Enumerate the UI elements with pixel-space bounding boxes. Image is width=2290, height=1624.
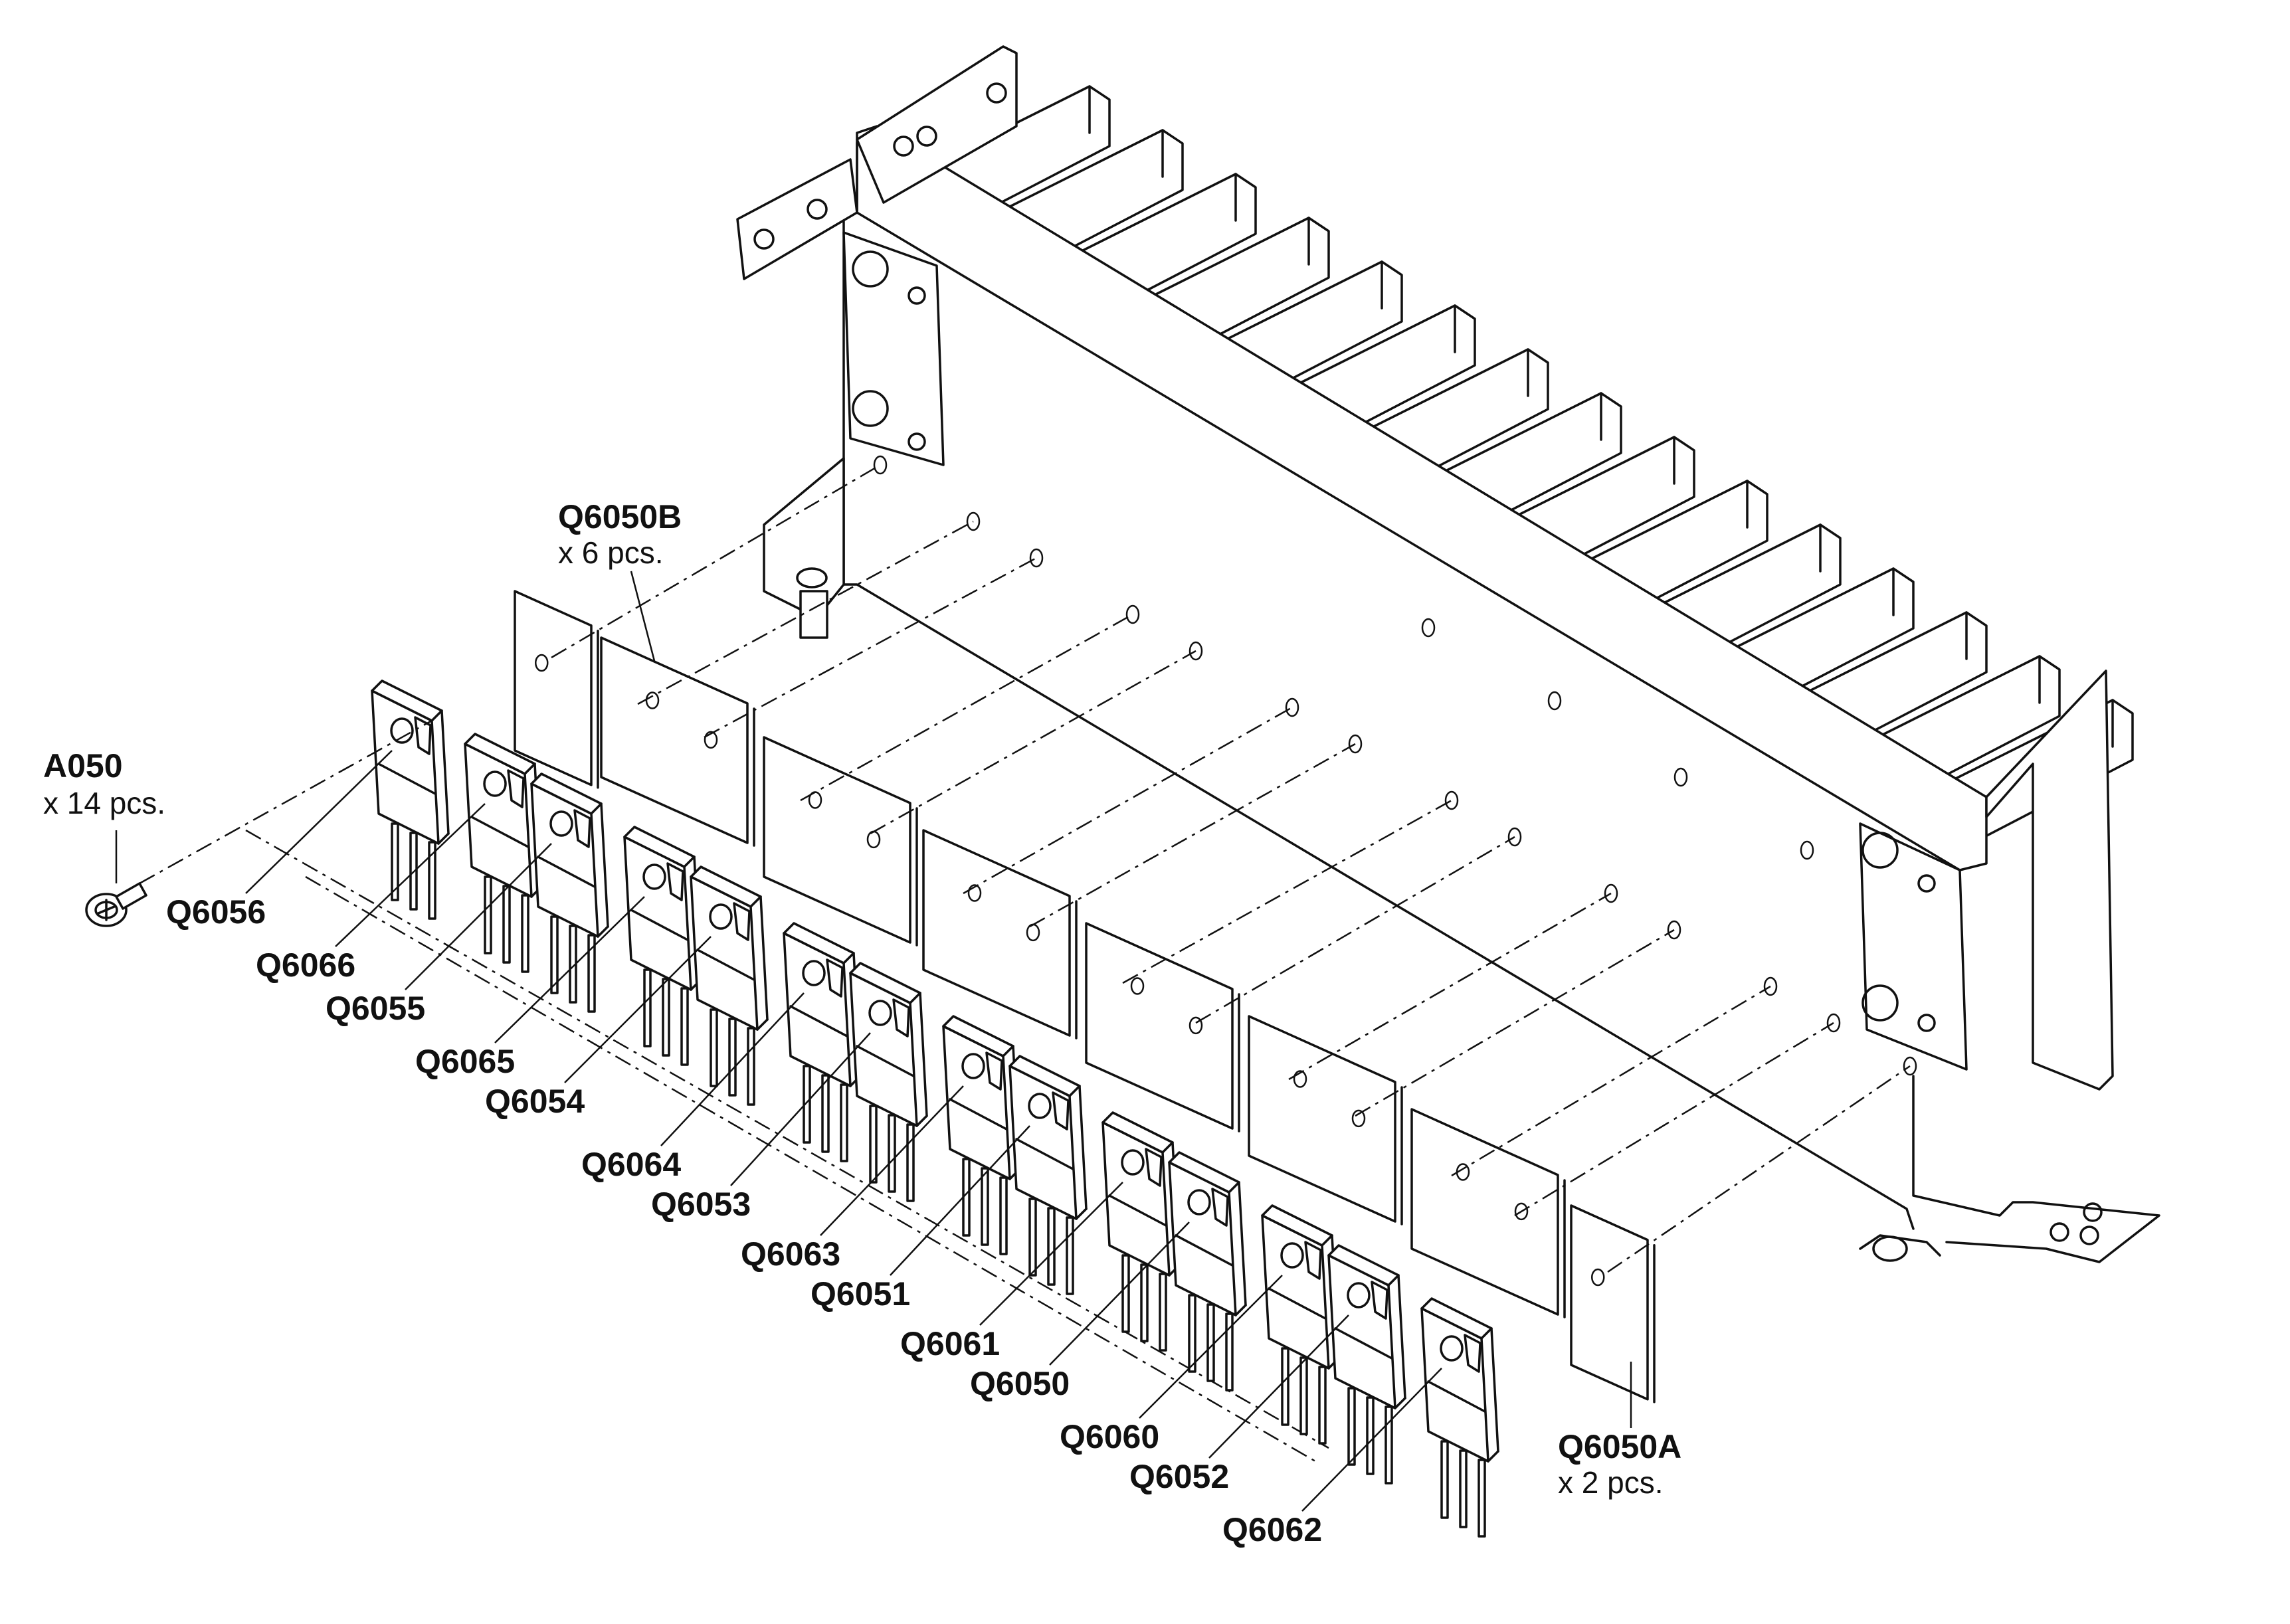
insulator-b xyxy=(1410,1108,1566,1318)
mounting-hole xyxy=(1763,976,1778,996)
insulator-b xyxy=(1248,1015,1403,1225)
heatsink-fins xyxy=(915,85,2134,848)
transistor-label-q6052: Q6052 xyxy=(1129,1458,1229,1495)
screw-icon xyxy=(85,719,432,927)
transistor xyxy=(1168,1151,1247,1392)
transistors xyxy=(371,679,1499,1538)
mounting-hole xyxy=(1604,883,1618,903)
leader-lines xyxy=(245,464,1911,1463)
transistor-label-q6055: Q6055 xyxy=(326,990,425,1027)
transistor xyxy=(623,826,702,1066)
mounting-hole xyxy=(1444,790,1459,810)
insulator-b xyxy=(763,736,918,947)
mounting-hole xyxy=(1189,641,1203,661)
transistor-label-q6062: Q6062 xyxy=(1222,1511,1322,1548)
transistor xyxy=(849,962,928,1202)
label-screw: A050 x 14 pcs. xyxy=(43,747,165,820)
mounting-hole xyxy=(1800,840,1814,860)
heatsink-front-plate xyxy=(856,125,1988,871)
insulator-b xyxy=(922,829,1078,1039)
mounting-hole xyxy=(1903,1056,1917,1076)
transistor xyxy=(1008,1055,1088,1295)
insulator-b xyxy=(600,636,755,847)
mounting-hole xyxy=(1285,697,1299,717)
transistor-label-q6050: Q6050 xyxy=(970,1365,1070,1402)
mounting-hole xyxy=(1421,618,1436,638)
transistor xyxy=(1101,1111,1181,1352)
insulator-b xyxy=(1085,922,1240,1132)
transistor-label-q6065: Q6065 xyxy=(415,1043,515,1080)
insulator-a xyxy=(1570,1204,1656,1403)
mounting-hole xyxy=(873,455,888,475)
mounting-hole xyxy=(1667,920,1681,940)
transistor-label-q6054: Q6054 xyxy=(485,1083,585,1120)
heatsink xyxy=(736,45,2160,1263)
transistor xyxy=(1327,1244,1406,1485)
insulator-a-part-label: Q6050A xyxy=(1558,1428,1681,1465)
transistor xyxy=(942,1015,1021,1255)
transistor-label-q6061: Q6061 xyxy=(900,1325,1000,1362)
transistor-label-q6064: Q6064 xyxy=(581,1146,681,1183)
mounting-hole xyxy=(1029,548,1044,568)
mounting-hole xyxy=(1673,767,1688,787)
mounting-hole xyxy=(1125,604,1140,624)
transistor-label-q6063: Q6063 xyxy=(741,1235,840,1273)
transistor xyxy=(530,772,609,1013)
transistor-label-q6051: Q6051 xyxy=(811,1275,910,1312)
left-mounting-bracket xyxy=(736,158,858,280)
label-insulator-b: Q6050B x 6 pcs. xyxy=(558,498,682,662)
transistor xyxy=(1261,1204,1340,1445)
insulators xyxy=(514,590,1656,1403)
left-side-plate xyxy=(842,231,945,466)
transistor xyxy=(783,922,862,1162)
transistor-label-q6056: Q6056 xyxy=(166,893,266,931)
transistor-label-q6066: Q6066 xyxy=(256,947,355,984)
transistor xyxy=(464,733,543,973)
insulator-a xyxy=(514,590,599,789)
screw-part-label: A050 xyxy=(43,747,123,784)
right-side-plate xyxy=(1859,822,1968,1071)
label-insulator-a: Q6050A x 2 pcs. xyxy=(1558,1362,1681,1500)
transistor xyxy=(690,865,769,1106)
mounting-hole xyxy=(966,511,981,531)
screw-qty-label: x 14 pcs. xyxy=(43,786,165,820)
transistor-label-q6060: Q6060 xyxy=(1060,1418,1159,1455)
mounting-hole xyxy=(1507,827,1522,847)
insulator-a-qty-label: x 2 pcs. xyxy=(1558,1465,1664,1500)
transistor xyxy=(1420,1297,1499,1538)
mounting-hole xyxy=(1826,1013,1841,1033)
mounting-hole xyxy=(1348,734,1363,754)
insulator-b-qty-label: x 6 pcs. xyxy=(558,535,664,570)
transistor-label-q6053: Q6053 xyxy=(651,1186,751,1223)
transistor xyxy=(371,679,450,920)
insulator-b-part-label: Q6050B xyxy=(558,498,682,535)
mounting-hole xyxy=(1547,691,1562,711)
